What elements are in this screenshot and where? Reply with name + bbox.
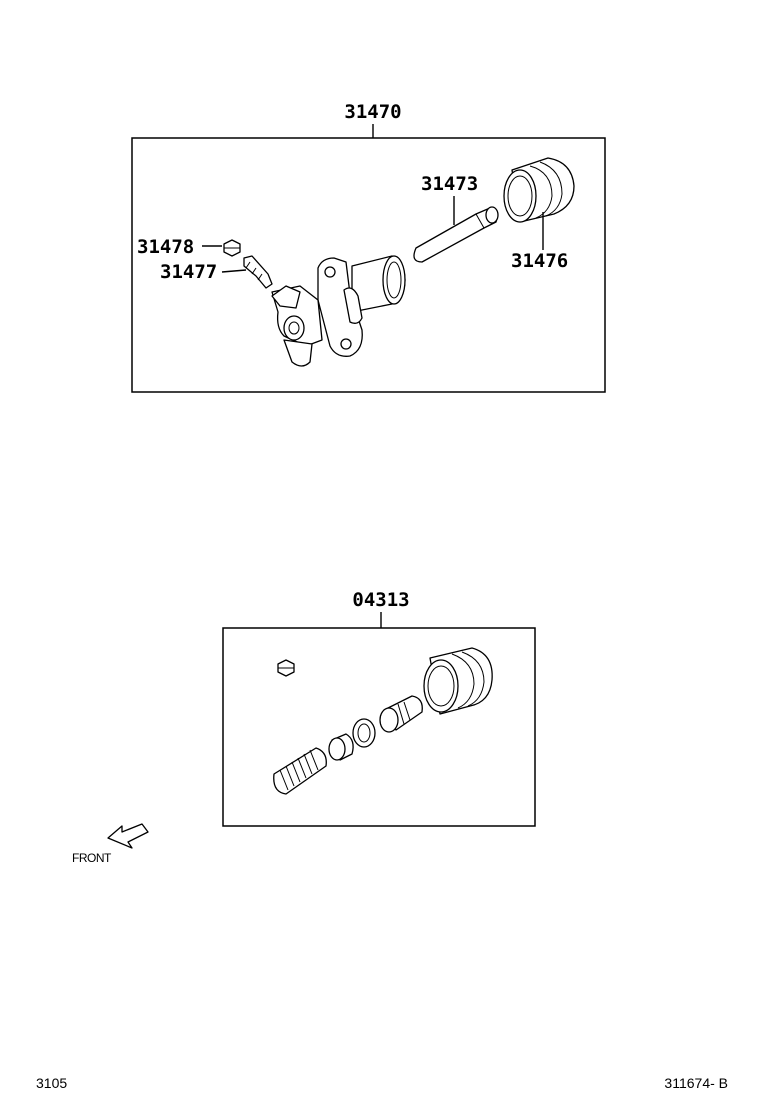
part-number-31477: 31477 bbox=[160, 261, 217, 283]
front-arrow-icon bbox=[107, 823, 149, 849]
page-code-left: 3105 bbox=[36, 1075, 67, 1091]
part-number-31476: 31476 bbox=[511, 250, 568, 272]
assembly-number-label: 31470 bbox=[344, 101, 401, 123]
bleeder-cap bbox=[223, 239, 241, 257]
kit-piston bbox=[379, 695, 423, 733]
page-code-right: 311674- B bbox=[664, 1075, 728, 1091]
kit-number-label: 04313 bbox=[352, 589, 409, 611]
leader-31477 bbox=[221, 269, 247, 273]
release-cylinder-body bbox=[271, 255, 406, 367]
kit-cup-seal bbox=[352, 718, 376, 748]
kit-spring bbox=[273, 747, 327, 795]
part-number-31473: 31473 bbox=[421, 173, 478, 195]
kit-dust-boot bbox=[423, 647, 493, 715]
front-direction-indicator: FRONT bbox=[72, 823, 149, 865]
kit-frame bbox=[222, 627, 536, 827]
push-rod bbox=[413, 206, 499, 263]
assembly-04313: 04313 bbox=[222, 589, 536, 827]
assembly-31470: 31470 31478 bbox=[131, 101, 606, 393]
dust-boot bbox=[503, 157, 575, 223]
assembly-frame bbox=[131, 137, 606, 393]
kit-seal bbox=[328, 733, 354, 761]
part-number-31478: 31478 bbox=[137, 236, 194, 258]
front-label: FRONT bbox=[72, 851, 112, 865]
bleeder-plug bbox=[243, 255, 273, 289]
kit-bleeder-cap bbox=[277, 659, 295, 677]
